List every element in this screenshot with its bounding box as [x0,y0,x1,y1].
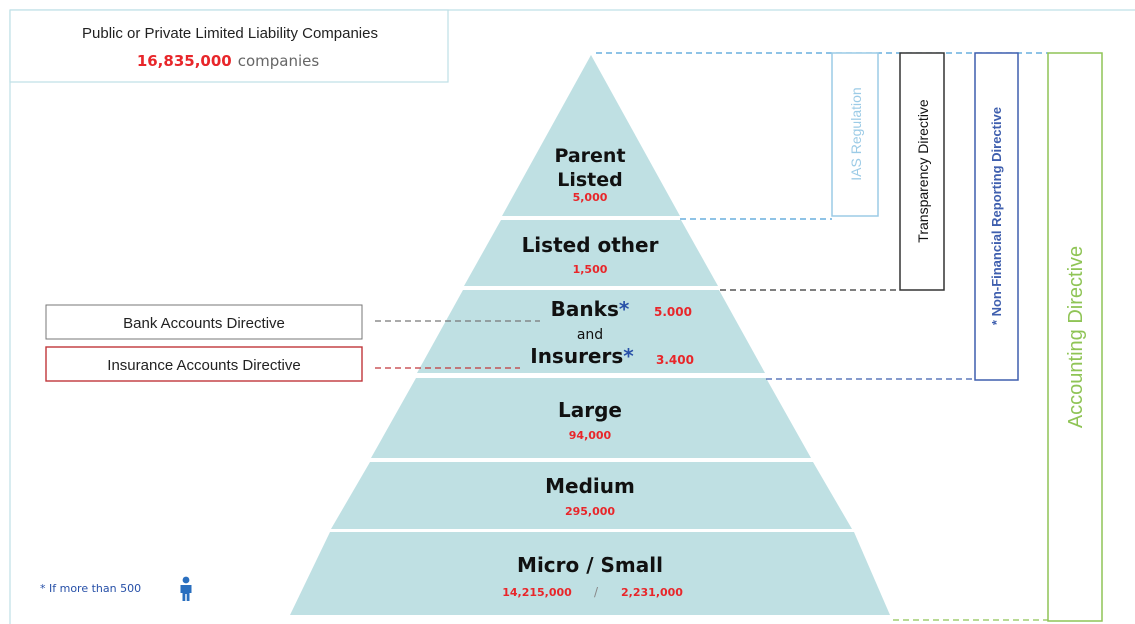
transparency-directive-label: Transparency Directive [915,99,931,243]
label-banks-line: Banks* [551,297,630,321]
label-medium: Medium [545,474,635,498]
non-financial-box [974,52,1019,381]
insurance-accounts-box [45,346,363,382]
pyramid-band-medium [331,462,852,529]
insurers-asterisk: * [623,344,634,368]
pyramid-band-banks-insurers [417,290,765,373]
label-listed-other: Listed other [522,233,659,257]
label-and: and [577,327,603,343]
pyramid-band-micro-small [290,532,890,615]
pyramid-band-parent [502,55,680,216]
header-box [9,9,449,83]
accounting-directive-box [1047,52,1103,622]
label-insurers-line: Insurers* [530,344,634,368]
value-parent: 5,000 [573,191,608,204]
ias-regulation-box [831,52,879,217]
header-count-line: 16,835,000 companies [137,52,320,70]
value-micro: 14,215,000 [502,586,572,599]
label-banks: Banks [551,297,619,321]
header-title: Public or Private Limited Liability Comp… [82,25,378,42]
accounting-directive-label: Accounting Directive [1065,246,1087,428]
value-separator: / [594,585,599,599]
pyramid [290,55,890,615]
label-micro-small: Micro / Small [517,553,663,577]
label-listed: Listed [557,169,623,191]
value-medium: 295,000 [565,505,615,518]
banks-asterisk: * [619,297,630,321]
header-count-suffix: companies [238,52,320,70]
bank-accounts-box [45,304,363,340]
insurance-accounts-label: Insurance Accounts Directive [107,357,300,374]
value-large: 94,000 [569,429,612,442]
person-icon [180,576,192,601]
value-small: 2,231,000 [621,586,683,599]
label-parent: Parent [554,145,625,167]
transparency-directive-box [899,52,945,291]
value-banks: 5.000 [654,305,692,319]
value-insurers: 3.400 [656,353,694,367]
ias-regulation-label: IAS Regulation [848,87,864,180]
value-listed-other: 1,500 [573,263,608,276]
pyramid-band-listed-other [464,220,718,286]
header-count: 16,835,000 [137,52,232,70]
footnote: * If more than 500 [40,582,141,595]
label-insurers: Insurers [530,344,623,368]
non-financial-label: * Non-Financial Reporting Directive [989,107,1004,325]
bank-accounts-label: Bank Accounts Directive [123,315,285,332]
pyramid-band-large [371,378,811,458]
label-large: Large [558,398,622,422]
